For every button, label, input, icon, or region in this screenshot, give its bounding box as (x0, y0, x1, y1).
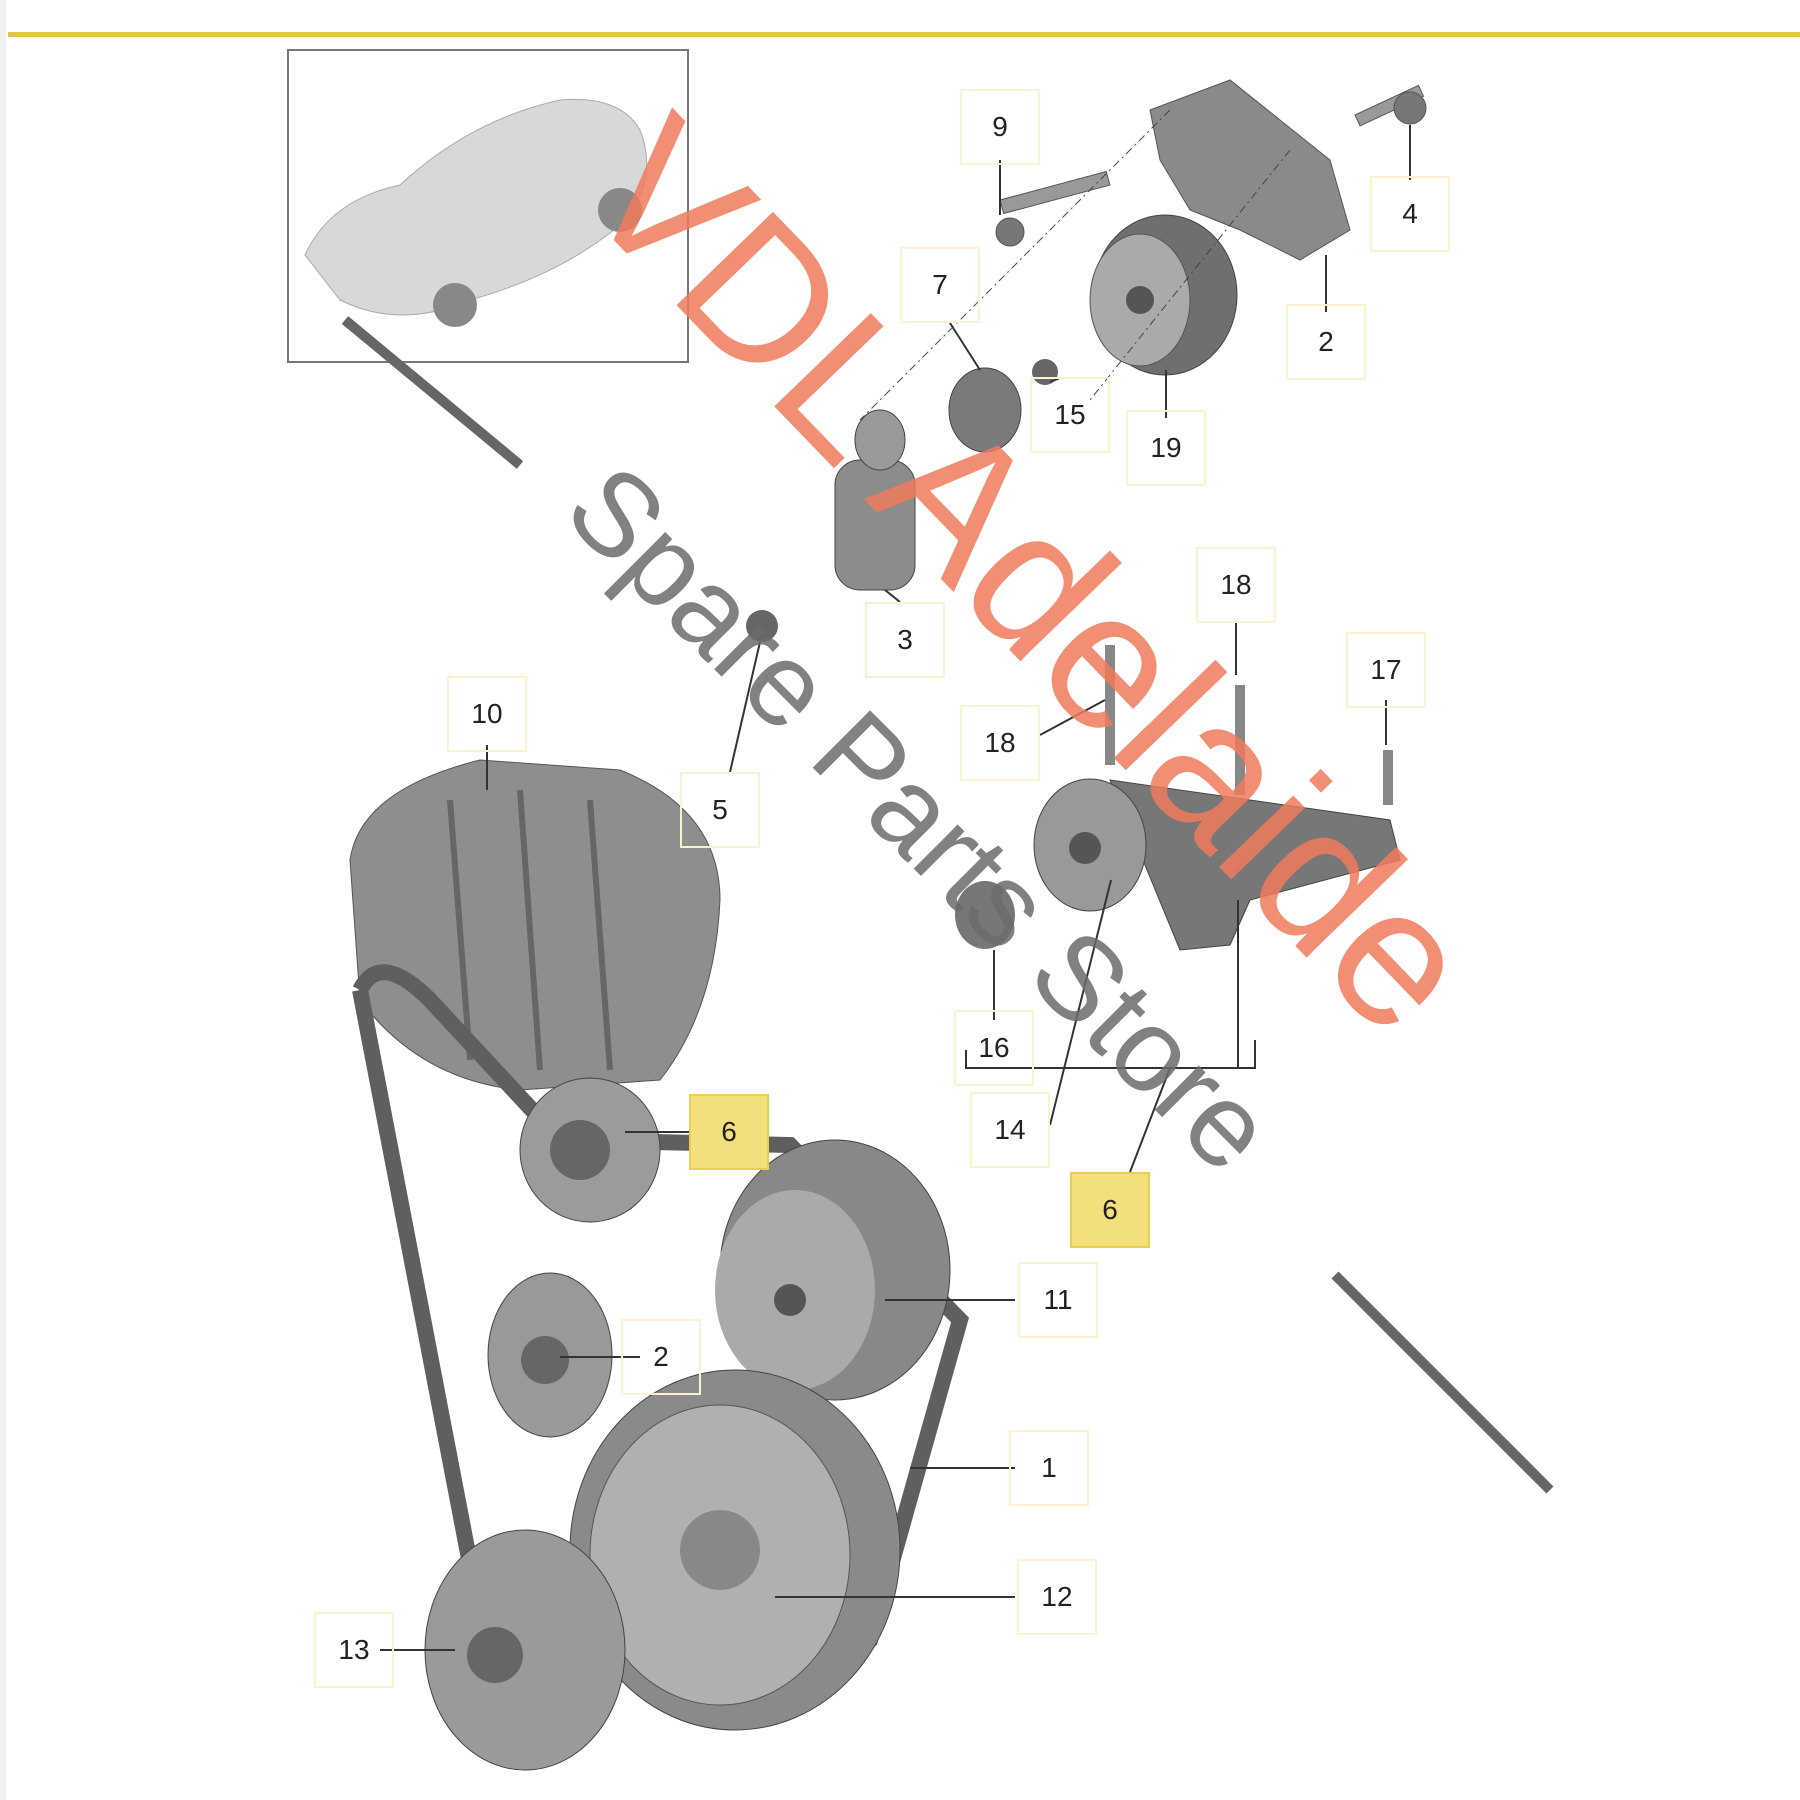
callout-2[interactable]: 2 (621, 1319, 701, 1395)
callout-1[interactable]: 1 (1009, 1430, 1089, 1506)
callout-14[interactable]: 14 (970, 1092, 1050, 1168)
callout-17[interactable]: 17 (1346, 632, 1426, 708)
damper-3 (834, 409, 916, 591)
callout-5[interactable]: 5 (680, 772, 760, 848)
alternator-10 (349, 759, 721, 1091)
callout-4[interactable]: 4 (1370, 176, 1450, 252)
callout-10[interactable]: 10 (447, 676, 527, 752)
pulley-13 (424, 1529, 626, 1771)
callout-12[interactable]: 12 (1017, 1559, 1097, 1635)
callout-11[interactable]: 11 (1018, 1262, 1098, 1338)
tensioner-14 (955, 645, 1401, 951)
callout-6[interactable]: 6 (1070, 1172, 1150, 1248)
pulley-11 (715, 1139, 951, 1401)
vehicle-thumbnail[interactable] (287, 49, 689, 363)
callout-13[interactable]: 13 (314, 1612, 394, 1688)
callout-15[interactable]: 15 (1030, 377, 1110, 453)
crankshaft-pulley-12 (569, 1369, 901, 1731)
drive-belt-1 (352, 964, 969, 1707)
page-edge (0, 0, 6, 1800)
callout-3[interactable]: 3 (865, 602, 945, 678)
callout-9[interactable]: 9 (960, 89, 1040, 165)
callout-7[interactable]: 7 (900, 247, 980, 323)
pulley-6 (519, 1077, 661, 1223)
pulley-2 (487, 1272, 613, 1438)
leader-lines (380, 125, 1411, 1651)
tensioner-bracket (995, 79, 1427, 261)
idler-pulley-19 (1089, 214, 1238, 376)
header-divider (8, 32, 1800, 37)
callout-19[interactable]: 19 (1126, 410, 1206, 486)
callout-16[interactable]: 16 (954, 1010, 1034, 1086)
cap-7 (948, 367, 1022, 453)
callout-2[interactable]: 2 (1286, 304, 1366, 380)
callout-18[interactable]: 18 (1196, 547, 1276, 623)
bolt-5 (746, 610, 778, 642)
callout-18[interactable]: 18 (960, 705, 1040, 781)
callout-6[interactable]: 6 (689, 1094, 769, 1170)
